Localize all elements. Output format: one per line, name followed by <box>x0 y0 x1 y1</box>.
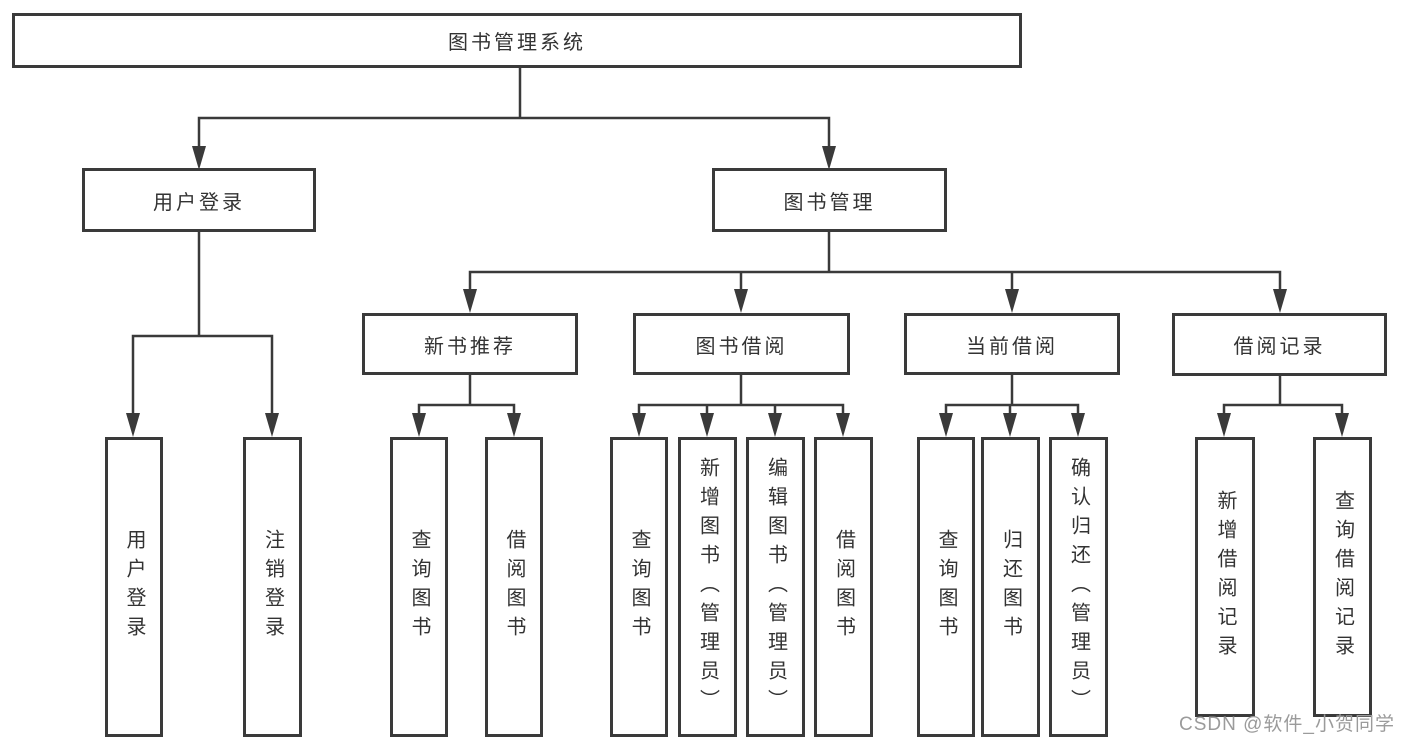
leaf-borrow-query-books: 查询图书 <box>610 437 668 737</box>
leaf-records-add-borrow-record: 新增借阅记录 <box>1195 437 1255 717</box>
leaf-newbook-query-books-label: 查询图书 <box>408 529 430 645</box>
leaf-current-query-books-label: 查询图书 <box>935 529 957 645</box>
leaf-records-add-borrow-record-label: 新增借阅记录 <box>1214 490 1236 664</box>
connector-book-management <box>468 232 1282 292</box>
leaf-user-login: 用户登录 <box>105 437 163 737</box>
leaf-user-login-label: 用户登录 <box>123 529 145 645</box>
node-new-book-recommend: 新书推荐 <box>362 313 578 375</box>
leaf-borrow-add-books-admin: 新增图书（管理员） <box>678 437 737 737</box>
leaf-current-confirm-return-admin-label: 确认归还（管理员） <box>1067 456 1090 718</box>
leaf-newbook-borrow-books-label: 借阅图书 <box>503 529 525 645</box>
leaf-records-query-borrow-record-label: 查询借阅记录 <box>1331 490 1354 664</box>
leaf-borrow-borrow-books: 借阅图书 <box>814 437 873 737</box>
leaf-borrow-borrow-books-label: 借阅图书 <box>832 529 855 645</box>
leaf-borrow-query-books-label: 查询图书 <box>628 529 650 645</box>
node-book-borrow: 图书借阅 <box>633 313 850 375</box>
node-borrow-records: 借阅记录 <box>1172 313 1387 376</box>
node-user-login: 用户登录 <box>82 168 316 232</box>
watermark-text: CSDN @软件_小贺同学 <box>1179 714 1395 735</box>
leaf-current-query-books: 查询图书 <box>917 437 975 737</box>
leaf-current-return-books-label: 归还图书 <box>999 529 1022 645</box>
leaf-newbook-borrow-books: 借阅图书 <box>485 437 543 737</box>
connector-borrow-records <box>1222 375 1344 418</box>
arrowheads <box>126 146 1349 437</box>
node-library-system: 图书管理系统 <box>12 13 1022 68</box>
connector-new-book-recommend <box>417 375 516 418</box>
node-book-management: 图书管理 <box>712 168 947 232</box>
connector-book-borrow <box>637 375 845 418</box>
leaf-borrow-edit-books-admin-label: 编辑图书（管理员） <box>764 456 787 718</box>
leaf-logout-login: 注销登录 <box>243 437 302 737</box>
leaf-newbook-query-books: 查询图书 <box>390 437 448 737</box>
leaf-borrow-edit-books-admin: 编辑图书（管理员） <box>746 437 805 737</box>
connector-current-borrow <box>944 375 1080 418</box>
node-current-borrow: 当前借阅 <box>904 313 1120 375</box>
leaf-borrow-add-books-admin-label: 新增图书（管理员） <box>696 456 719 718</box>
leaf-current-confirm-return-admin: 确认归还（管理员） <box>1049 437 1108 737</box>
leaf-current-return-books: 归还图书 <box>981 437 1040 737</box>
leaf-records-query-borrow-record: 查询借阅记录 <box>1313 437 1372 717</box>
connector-root <box>197 68 831 147</box>
leaf-logout-login-label: 注销登录 <box>261 529 284 645</box>
connector-user-login <box>131 232 274 416</box>
